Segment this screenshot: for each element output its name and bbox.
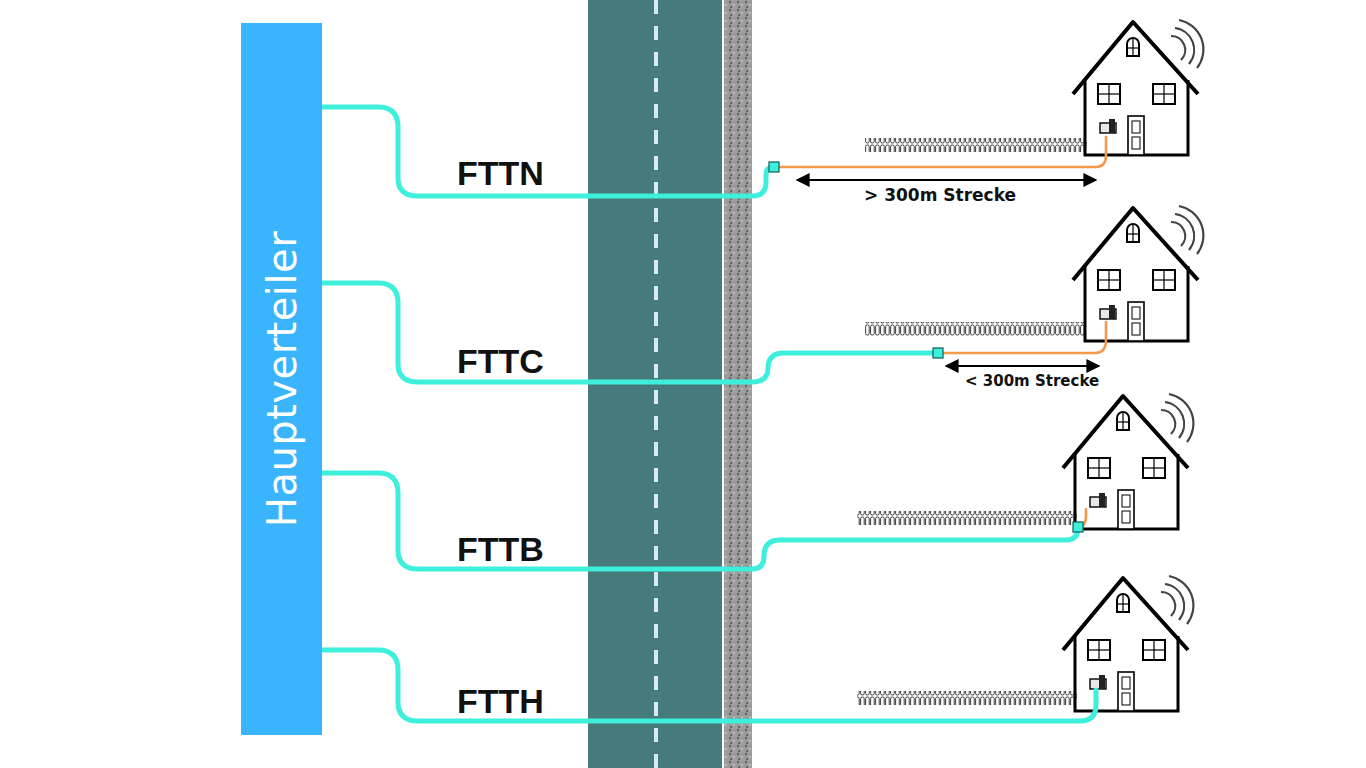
- technology-label: FTTN: [457, 154, 544, 193]
- distribution-bar: Hauptverteiler: [241, 23, 322, 735]
- distance-label: > 300m Strecke: [864, 185, 1016, 205]
- distance-label: < 300m Strecke: [965, 372, 1099, 390]
- technology-label: FTTB: [457, 530, 544, 569]
- technology-label: FTTC: [457, 342, 544, 381]
- node-title: Hauptverteiler: [259, 231, 305, 527]
- technology-label: FTTH: [457, 682, 544, 721]
